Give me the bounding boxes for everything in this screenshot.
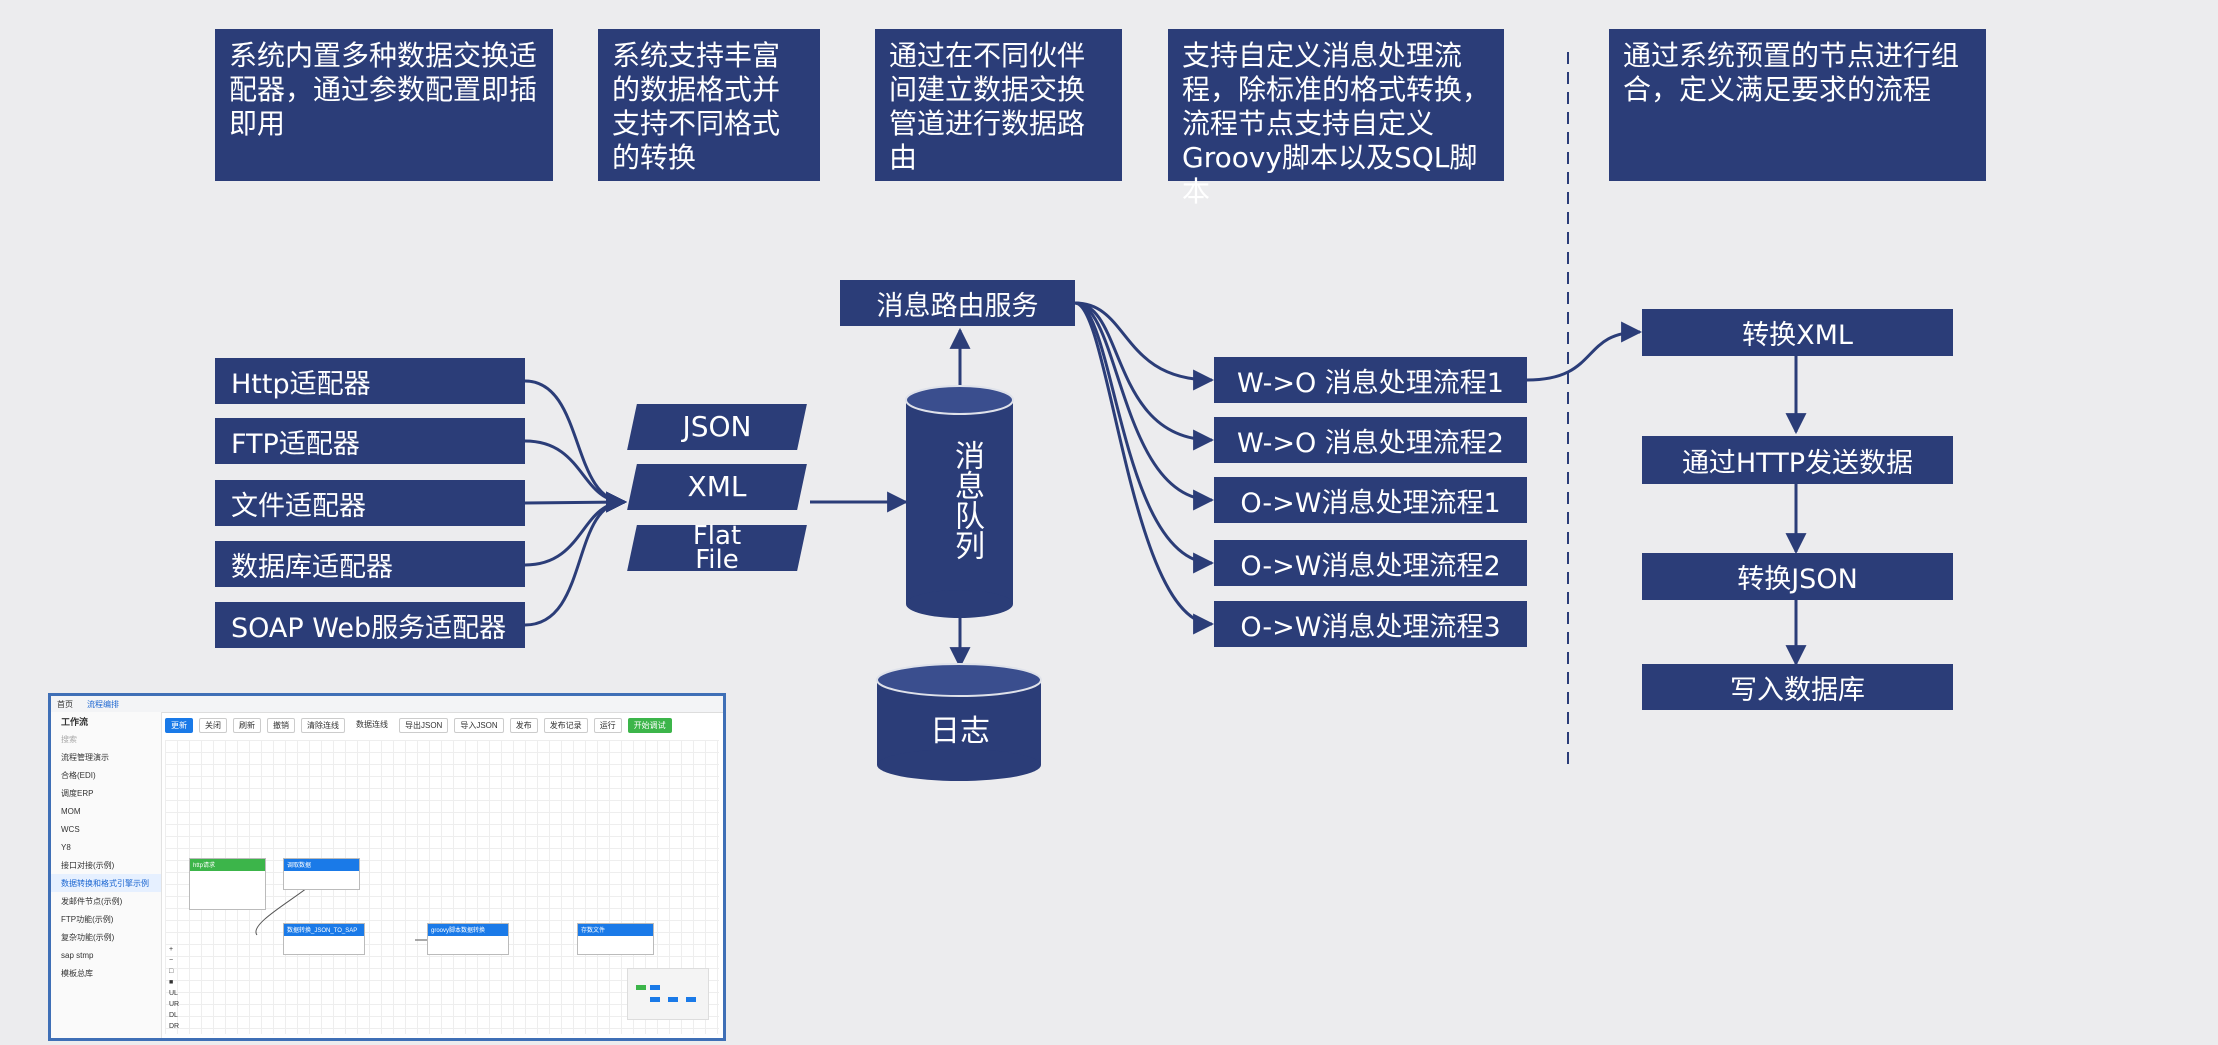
flow-o-w-3: O->W消息处理流程3	[1214, 601, 1527, 647]
clear-links-button[interactable]: 清除连线	[301, 718, 345, 733]
log-label: 日志	[930, 714, 990, 749]
flow-node-save[interactable]: 存数文件	[577, 923, 654, 955]
tree-item[interactable]: FTP功能(示例)	[61, 914, 114, 924]
flow-node-http[interactable]: http请求	[189, 858, 266, 910]
align-dl-button[interactable]: DL	[169, 1012, 178, 1019]
refresh-button[interactable]: 刷新	[233, 718, 261, 733]
minimap[interactable]	[627, 968, 709, 1020]
flow-o-w-1: O->W消息处理流程1	[1214, 477, 1527, 523]
tree-item[interactable]: MOM	[61, 806, 81, 816]
description-routing: 通过在不同伙伴间建立数据交换管道进行数据路由	[875, 29, 1122, 181]
sidebar-search-input[interactable]: 搜索	[61, 734, 77, 744]
description-adapters: 系统内置多种数据交换适配器，通过参数配置即插即用	[215, 29, 553, 181]
editor-sidebar: 工作流 搜索 流程管理演示 合格(EDI) 调度ERP MOM WCS Y8 接…	[51, 712, 162, 1038]
description-formats: 系统支持丰富的数据格式并支持不同格式的转换	[598, 29, 820, 181]
description-preset-nodes: 通过系统预置的节点进行组合，定义满足要求的流程	[1609, 29, 1986, 181]
close-button[interactable]: 关闭	[199, 718, 227, 733]
fit-button[interactable]: □	[169, 968, 174, 975]
format-xml: XML	[627, 464, 807, 510]
data-link-toggle[interactable]: 数据连线	[351, 718, 393, 733]
edge-router-flow-3	[1074, 301, 1215, 511]
tree-item[interactable]: 模板总库	[61, 968, 93, 978]
update-button[interactable]: 更新	[165, 718, 193, 733]
tree-item[interactable]: 调度ERP	[61, 788, 94, 798]
queue-label: 消息队列	[949, 440, 984, 560]
publish-button[interactable]: 发布	[509, 718, 538, 733]
run-button[interactable]: 运行	[593, 718, 622, 733]
format-json: JSON	[627, 404, 807, 450]
edge-flow-step	[1526, 321, 1643, 382]
edge-adapter-5	[524, 491, 628, 627]
zoom-controls: + − □ ■ UL UR DL DR	[169, 946, 179, 1030]
undo-button[interactable]: 撤销	[267, 718, 295, 733]
description-custom-flow: 支持自定义消息处理流程，除标准的格式转换，流程节点支持自定义Groovy脚本以及…	[1168, 29, 1504, 208]
flow-w-o-2: W->O 消息处理流程2	[1214, 417, 1527, 463]
tree-item[interactable]: WCS	[61, 824, 80, 834]
flow-w-o-1: W->O 消息处理流程1	[1214, 357, 1527, 403]
edge-router-flow-5	[1074, 301, 1215, 635]
editor-toolbar: 更新 关闭 刷新 撤销 清除连线 数据连线 导出JSON 导入JSON 发布 发…	[165, 718, 672, 733]
tree-item[interactable]: 流程管理演示	[61, 752, 109, 762]
start-debug-button[interactable]: 开始调试	[627, 718, 672, 733]
flow-node-fetch[interactable]: 调取数据	[283, 858, 360, 890]
tree-item[interactable]: sap stmp	[61, 950, 94, 960]
adapter-file: 文件适配器	[215, 480, 525, 526]
adapter-http: Http适配器	[215, 358, 525, 404]
align-ul-button[interactable]: UL	[169, 990, 178, 997]
log-cylinder	[876, 663, 1042, 781]
tree-item[interactable]: 复杂功能(示例)	[61, 932, 115, 942]
adapter-database: 数据库适配器	[215, 541, 525, 587]
edge-router-flow-2	[1074, 301, 1215, 451]
import-json-button[interactable]: 导入JSON	[454, 718, 504, 733]
editor-tabs: 首页 流程编排	[51, 696, 723, 713]
align-dr-button[interactable]: DR	[169, 1023, 180, 1030]
queue-cylinder	[905, 385, 1014, 618]
tree-item[interactable]: Y8	[61, 842, 71, 852]
edge-adapter-4	[524, 491, 628, 567]
tab-home[interactable]: 首页	[57, 699, 73, 709]
adapter-soap: SOAP Web服务适配器	[215, 602, 525, 648]
format-flat-file: Flat File	[627, 523, 807, 573]
flow-node-transform[interactable]: 数据转换_JSON_TO_SAP	[283, 923, 365, 955]
tree-item[interactable]: 接口对接(示例)	[61, 860, 115, 870]
flow-o-w-2: O->W消息处理流程2	[1214, 540, 1527, 586]
flow-node-groovy[interactable]: groovy脚本数据转换	[427, 923, 509, 955]
zoom-out-button[interactable]: −	[169, 957, 174, 964]
tree-item[interactable]: 合格(EDI)	[61, 770, 96, 780]
sidebar-title: 工作流	[61, 716, 89, 727]
step-convert-xml: 转换XML	[1642, 309, 1953, 356]
step-http-send: 通过HTTP发送数据	[1642, 436, 1953, 484]
step-convert-json: 转换JSON	[1642, 553, 1953, 600]
flow-canvas[interactable]: http请求 调取数据 数据转换_JSON_TO_SAP groovy脚本数据转…	[165, 740, 719, 1034]
export-json-button[interactable]: 导出JSON	[399, 718, 449, 733]
publish-history-button[interactable]: 发布记录	[543, 718, 588, 733]
edge-adapter-3	[524, 491, 628, 513]
zoom-in-button[interactable]: +	[169, 946, 174, 953]
edge-router-flow-1	[1074, 301, 1215, 391]
align-ur-button[interactable]: UR	[169, 1001, 180, 1008]
tree-item-selected[interactable]: 数据转换和格式引擎示例	[51, 874, 161, 892]
adapter-ftp: FTP适配器	[215, 418, 525, 464]
edge-router-flow-4	[1074, 301, 1215, 574]
tab-flow-editor[interactable]: 流程编排	[87, 699, 119, 709]
step-write-db: 写入数据库	[1642, 664, 1953, 710]
lock-button[interactable]: ■	[169, 979, 174, 986]
edge-adapter-2	[524, 439, 628, 513]
workflow-editor-screenshot: 首页 流程编排 工作流 搜索 流程管理演示 合格(EDI) 调度ERP MOM …	[48, 693, 726, 1041]
tree-item[interactable]: 发邮件节点(示例)	[61, 896, 123, 906]
router-service: 消息路由服务	[840, 280, 1075, 326]
